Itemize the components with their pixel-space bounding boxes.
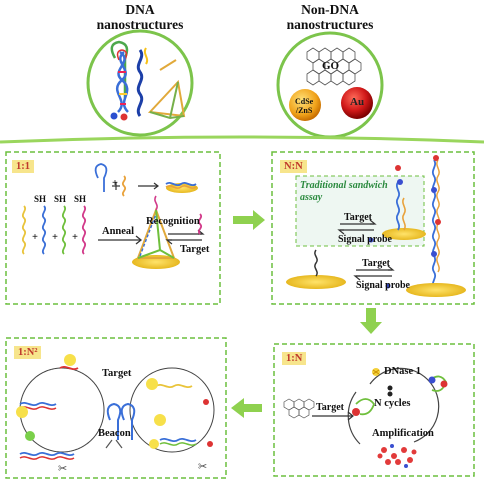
target-label-nn-2: Target — [362, 258, 390, 269]
panel-1-n2 — [5, 337, 227, 479]
arrow-left — [231, 398, 262, 418]
plus-4: + — [112, 178, 118, 189]
go-label: GO — [322, 60, 340, 72]
cdse-label-line1: CdSe — [295, 97, 314, 106]
sh-label-1: SH — [34, 194, 47, 204]
dnase-label: DNase 1 — [384, 366, 422, 377]
arrow-right — [233, 210, 265, 230]
panel-1-n-drawings — [283, 367, 448, 468]
sh-label-3: SH — [74, 194, 87, 204]
recognition-label: Recognition — [146, 216, 200, 227]
target-label-nn-1: Target — [344, 212, 372, 223]
panel-1-n — [273, 343, 475, 477]
sandwich-label-line2: assay — [300, 192, 323, 203]
tag-1-1: 1:1 — [12, 160, 34, 173]
beacon-label: Beacon — [98, 428, 131, 439]
anneal-label: Anneal — [102, 226, 135, 237]
panel-1-1-drawings — [21, 163, 205, 269]
cdse-quantum-dot — [289, 89, 321, 121]
dna-title-line2: nanostructures — [96, 17, 184, 32]
tag-1-n: 1:N — [282, 352, 307, 365]
cdse-label: CdSe /ZnS — [295, 97, 313, 115]
non-dna-nanostructures-circle — [276, 31, 384, 139]
n-cycles-label: N cycles — [374, 398, 411, 409]
plus-3: + — [72, 232, 78, 243]
nondna-title-line2: nanostructures — [286, 17, 374, 32]
panel-n-n — [271, 151, 475, 305]
svg-text:✂: ✂ — [58, 463, 67, 475]
target-label-1n2: Target — [102, 368, 132, 379]
sandwich-label-line1: Traditional sandwich — [300, 180, 388, 191]
nondna-title-line1: Non-DNA — [301, 2, 359, 17]
signal-probe-label-1: Signal probe — [338, 234, 392, 245]
dna-nanostructures-title: DNA nanostructures — [78, 2, 202, 32]
target-label-1n: Target — [316, 402, 344, 413]
dna-nanostructures-circle — [86, 29, 194, 137]
gold-nanoparticle — [341, 87, 373, 119]
panel-1-n2-drawings: ✂ ✂ — [16, 354, 215, 475]
sh-label-2: SH — [54, 194, 67, 204]
plus-2: + — [52, 232, 58, 243]
svg-text:✂: ✂ — [198, 461, 207, 473]
cdse-label-line2: /ZnS — [295, 106, 313, 115]
arrow-down — [360, 308, 382, 334]
panel-1-1 — [5, 151, 221, 305]
section-divider — [0, 135, 484, 144]
amplification-label: Amplification — [372, 428, 434, 439]
plus-1: + — [32, 232, 38, 243]
tag-n-n: N:N — [280, 160, 307, 173]
signal-probe-label-2: Signal probe — [356, 280, 410, 291]
panel-n-n-drawings — [286, 155, 466, 297]
au-label: Au — [350, 96, 365, 108]
dna-title-line1: DNA — [125, 2, 155, 17]
tag-1-n2: 1:N² — [14, 346, 42, 359]
non-dna-nanostructures-title: Non-DNA nanostructures — [268, 2, 392, 32]
target-label-1-1: Target — [180, 244, 210, 255]
